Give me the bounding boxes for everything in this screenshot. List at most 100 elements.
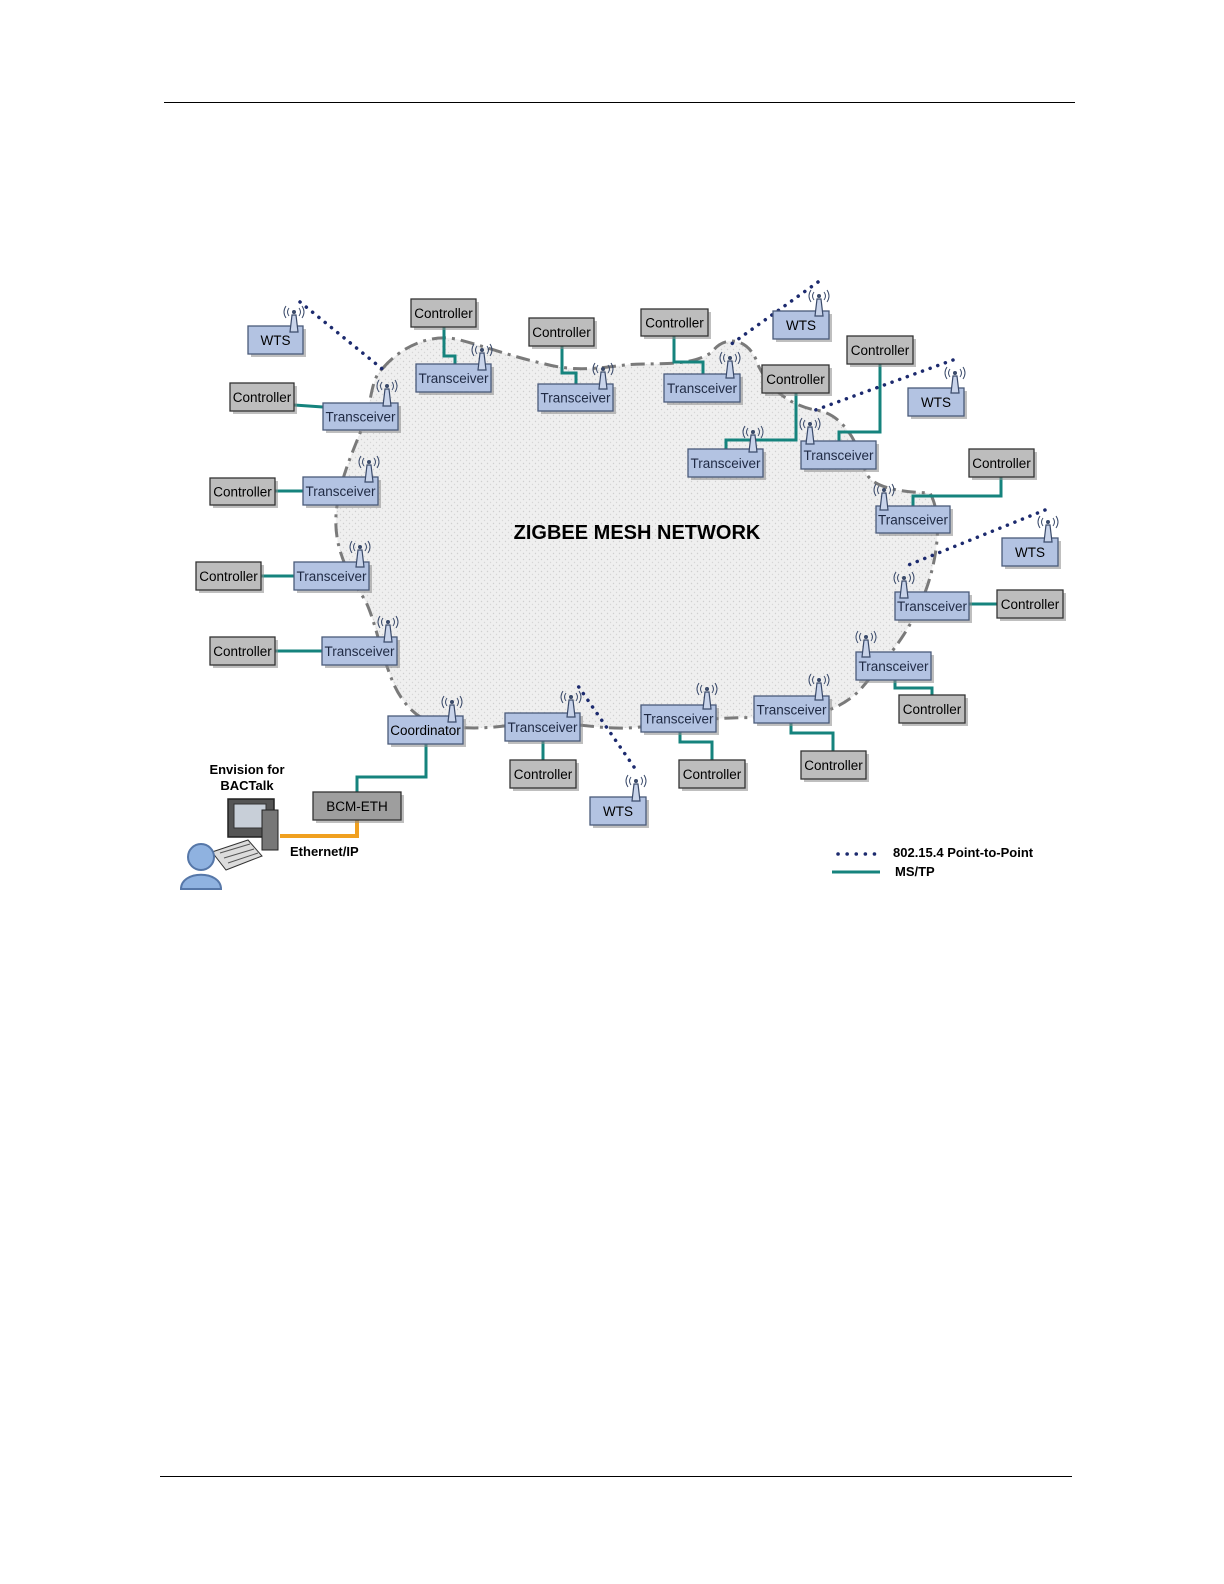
antenna-icon <box>283 305 305 333</box>
controller-box <box>996 589 1064 619</box>
transceiver-label: Transceiver <box>296 569 367 584</box>
wireless-link-wts2-t4 <box>728 280 820 347</box>
controller-node[interactable]: Controller <box>195 561 264 593</box>
transceiver-node[interactable]: Transceiver <box>873 483 953 536</box>
transceiver-label: Transceiver <box>305 484 376 499</box>
controller-node[interactable]: Controller <box>761 364 832 396</box>
mesh-network-title: ZIGBEE MESH NETWORK <box>514 522 761 544</box>
controller-label: Controller <box>804 758 863 773</box>
transceiver-node[interactable]: Transceiver <box>321 615 400 668</box>
transceiver-node[interactable]: Transceiver <box>687 425 766 480</box>
controller-node[interactable]: Controller <box>996 589 1066 621</box>
legend-wireless-label: 802.15.4 Point-to-Point <box>893 845 1034 860</box>
controller-label: Controller <box>766 372 825 387</box>
mstp-link-c5-t5 <box>724 393 798 449</box>
antenna-icon <box>799 417 821 445</box>
antenna-icon <box>893 571 915 599</box>
controller-label: Controller <box>199 569 258 584</box>
controller-box <box>846 335 914 365</box>
transceiver-node[interactable]: Transceiver <box>893 571 972 623</box>
controller-node[interactable]: Controller <box>640 308 711 339</box>
transceiver-node[interactable]: Transceiver <box>293 540 372 593</box>
antenna-icon <box>808 673 830 701</box>
envision-workstation[interactable]: Envision for BACTalk Ethernet/IP <box>179 762 359 890</box>
wts-label: WTS <box>261 333 291 348</box>
controller-label: Controller <box>683 767 742 782</box>
controller-node[interactable]: Controller <box>528 317 597 349</box>
controller-label: Controller <box>972 456 1031 471</box>
transceiver-label: Transceiver <box>418 371 489 386</box>
transceiver-node[interactable]: Transceiver <box>640 682 719 735</box>
controller-node[interactable]: Controller <box>509 759 579 791</box>
coordinator-node[interactable]: Coordinator <box>387 695 466 747</box>
wts-node[interactable]: WTS <box>772 289 832 342</box>
antenna-icon <box>808 289 830 317</box>
transceiver-node[interactable]: Transceiver <box>663 351 743 405</box>
bcm-label: BCM-ETH <box>326 799 388 814</box>
controller-box <box>761 364 830 394</box>
header-rule <box>164 102 1075 103</box>
controller-label: Controller <box>903 702 962 717</box>
transceiver-label: Transceiver <box>803 448 874 463</box>
controller-node[interactable]: Controller <box>229 382 297 414</box>
wts-node[interactable]: WTS <box>589 774 649 828</box>
wts-node[interactable]: WTS <box>1001 515 1061 569</box>
controller-node[interactable]: Controller <box>209 477 278 508</box>
antenna-icon <box>592 362 614 390</box>
transceiver-node[interactable]: Transceiver <box>302 455 381 508</box>
controller-label: Controller <box>514 767 573 782</box>
mstp-link-c13-t13 <box>678 732 714 760</box>
controller-label: Controller <box>414 306 473 321</box>
wts-label: WTS <box>603 804 633 819</box>
mstp-link-c7-t7 <box>911 477 1003 506</box>
transceiver-label: Transceiver <box>897 599 968 614</box>
transceiver-node[interactable]: Transceiver <box>415 343 494 395</box>
transceiver-node[interactable]: Transceiver <box>537 362 616 414</box>
transceiver-label: Transceiver <box>667 381 738 396</box>
controller-box <box>528 317 595 347</box>
transceiver-node[interactable]: Transceiver <box>855 630 934 683</box>
transceiver-box <box>504 712 581 742</box>
antenna-icon <box>855 630 877 658</box>
mstp-link-c3-t3 <box>560 346 578 384</box>
controller-node[interactable]: Controller <box>968 448 1037 480</box>
wts-label: WTS <box>1015 545 1045 560</box>
mstp-link-c2-t2 <box>442 327 457 364</box>
wireless-link-wts4-t8 <box>904 508 1047 568</box>
mstp-link-coord-bcm <box>355 744 428 792</box>
workstation-label-line1: Envision for <box>209 762 284 777</box>
transceiver-box <box>663 373 741 403</box>
controller-label: Controller <box>645 316 704 331</box>
bcm-box <box>312 791 402 821</box>
mstp-link-c6-t6 <box>837 364 882 441</box>
transceiver-label: Transceiver <box>690 456 761 471</box>
user-icon <box>179 843 223 890</box>
controller-box <box>195 561 262 591</box>
antenna-icon <box>625 774 647 802</box>
transceiver-node[interactable]: Transceiver <box>322 379 401 433</box>
transceiver-node[interactable]: Transceiver <box>504 690 583 744</box>
controller-box <box>678 759 746 789</box>
controller-node[interactable]: Controller <box>678 759 748 791</box>
antenna-icon <box>358 455 380 483</box>
antenna-icon <box>376 379 398 407</box>
mstp-link-c4-t4 <box>672 336 705 374</box>
wts-node[interactable]: WTS <box>247 305 306 357</box>
controller-node[interactable]: Controller <box>800 750 869 782</box>
legend-mstp-label: MS/TP <box>895 864 935 879</box>
controller-label: Controller <box>1001 597 1060 612</box>
transceiver-node[interactable]: Transceiver <box>753 673 832 726</box>
wts-node[interactable]: WTS <box>907 366 967 419</box>
transceiver-node[interactable]: Transceiver <box>799 417 879 472</box>
bcm-node[interactable]: BCM-ETH <box>312 791 404 823</box>
controller-node[interactable]: Controller <box>898 694 968 726</box>
controller-node[interactable]: Controller <box>846 335 916 367</box>
mstp-link-c15-t15 <box>893 680 934 695</box>
controller-node[interactable]: Controller <box>410 298 479 330</box>
antenna-icon <box>719 351 741 379</box>
controller-box <box>968 448 1035 478</box>
controller-node[interactable]: Controller <box>209 636 278 668</box>
antenna-icon <box>696 682 718 710</box>
wireless-link-wts1-t1 <box>298 300 388 374</box>
